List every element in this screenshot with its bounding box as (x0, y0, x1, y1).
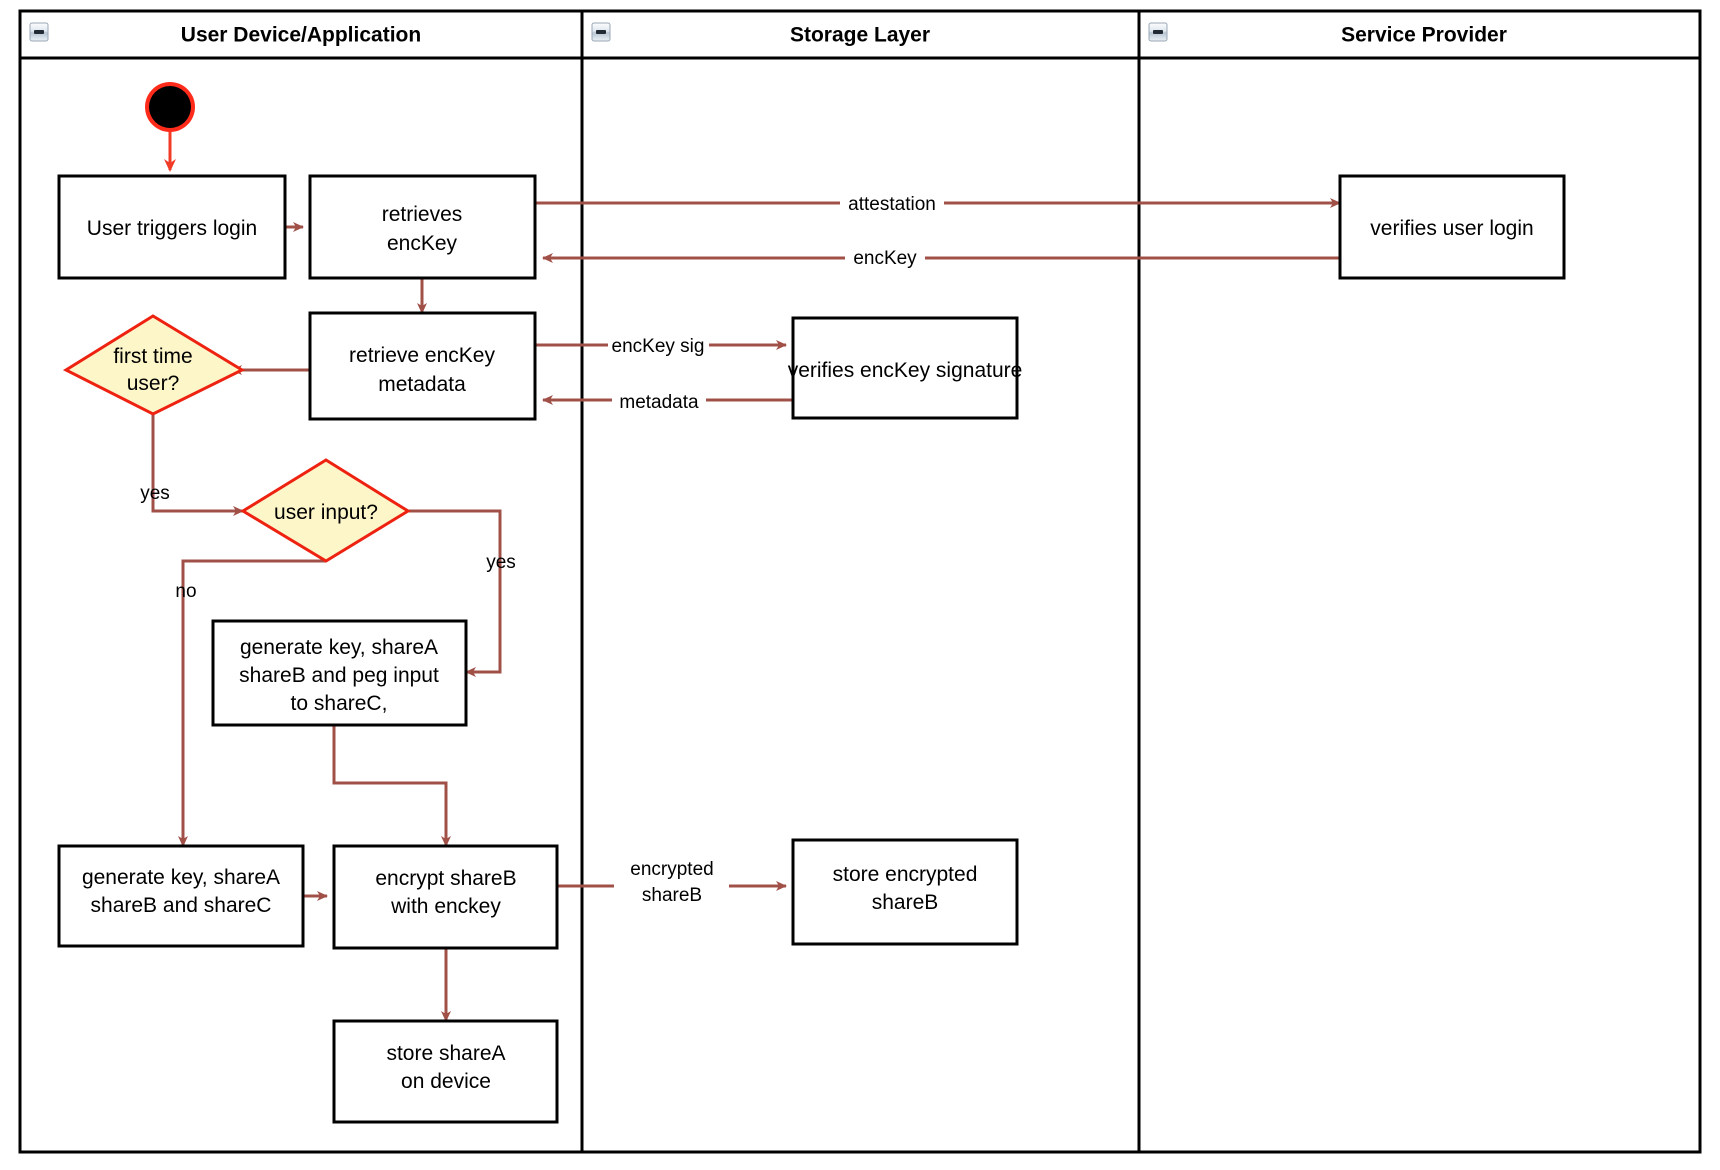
collapse-minus-icon[interactable] (29, 22, 49, 42)
edge-label-enckey: encKey (853, 248, 917, 269)
initial-node[interactable] (145, 82, 195, 132)
lane-header-service-provider[interactable]: Service Provider (1148, 22, 1507, 47)
activity-node-label: verifies encKey signature (788, 359, 1023, 382)
edge-generate-peg-to-encrypt-shareb (332, 725, 451, 847)
edge-user-input-yes-to-generate-peg (408, 509, 502, 677)
lane-frame-group (18, 9, 1702, 1154)
activity-node-label: metadata (378, 373, 466, 396)
activity-node-label: generate key, shareA (82, 866, 280, 889)
activity-node-store-sharea[interactable]: store shareA on device (332, 1019, 559, 1124)
lane-title-user-device: User Device/Application (181, 24, 421, 47)
activity-node-label: store encrypted (833, 863, 978, 886)
activity-node-label: on device (401, 1070, 491, 1093)
decision-node-label: user input? (274, 501, 378, 524)
activity-node-label: shareB and shareC (91, 894, 272, 917)
activity-node-label: encrypt shareB (375, 867, 516, 890)
edge-label-yes-first-time: yes (140, 483, 170, 504)
activity-node-verifies-enckey-signature[interactable]: verifies encKey signature (788, 316, 1023, 420)
activity-node-label: to shareC, (291, 692, 388, 715)
activity-node-label: User triggers login (87, 217, 257, 240)
lane-header-user-device[interactable]: User Device/Application (29, 22, 421, 47)
lane-header-storage-layer[interactable]: Storage Layer (591, 22, 930, 47)
activity-node-store-encrypted-shareb[interactable]: store encrypted shareB (791, 838, 1019, 946)
edge-label-no-user-input: no (175, 581, 196, 602)
edge-user-input-no-to-generate-shares (178, 559, 326, 847)
activity-node-retrieves-enckey[interactable]: retrieves encKey (308, 174, 537, 280)
activity-node-label: encKey (387, 232, 458, 255)
activity-node-label: with enckey (390, 895, 501, 918)
activity-node-label: retrieve encKey (349, 344, 495, 367)
activity-node-label: shareB and peg input (239, 664, 439, 687)
lane-title-service-provider: Service Provider (1341, 24, 1507, 47)
edge-label-attestation: attestation (848, 194, 936, 215)
activity-node-label: verifies user login (1370, 217, 1533, 240)
decision-node-label: user? (127, 372, 180, 395)
activity-node-generate-peg[interactable]: generate key, shareA shareB and peg inpu… (211, 619, 468, 727)
decision-node-first-time-user[interactable]: first time user? (62, 314, 246, 416)
activity-node-encrypt-shareb[interactable]: encrypt shareB with enckey (332, 844, 559, 950)
edge-first-time-user-to-user-input (151, 414, 244, 516)
edge-label-layer: attestation encKey encKey sig metadata y… (140, 190, 944, 907)
edge-label-yes-user-input: yes (486, 552, 516, 573)
lane-title-storage-layer: Storage Layer (790, 24, 930, 47)
edge-label-metadata: metadata (619, 392, 699, 413)
decision-node-label: first time (113, 345, 192, 368)
edge-label-encrypted-line2: shareB (642, 885, 702, 906)
activity-node-retrieve-enckey-metadata[interactable]: retrieve encKey metadata (308, 311, 537, 421)
node-layer: User triggers login retrieves encKey ver… (57, 82, 1566, 1124)
collapse-minus-icon[interactable] (591, 22, 611, 42)
activity-node-verifies-user-login[interactable]: verifies user login (1338, 174, 1566, 280)
collapse-minus-icon[interactable] (1148, 22, 1168, 42)
activity-node-label: retrieves (382, 203, 463, 226)
activity-node-label: shareB (872, 891, 939, 914)
diagram-outer-frame (18, 9, 1702, 1154)
decision-node-user-input[interactable]: user input? (240, 458, 411, 563)
activity-node-label: store shareA (386, 1042, 505, 1065)
activity-node-generate-shares[interactable]: generate key, shareA shareB and shareC (57, 844, 305, 948)
edge-label-enckey-sig: encKey sig (612, 336, 705, 357)
activity-node-label: generate key, shareA (240, 636, 438, 659)
edge-label-encrypted-line1: encrypted (630, 859, 713, 880)
activity-node-user-triggers-login[interactable]: User triggers login (57, 174, 287, 280)
